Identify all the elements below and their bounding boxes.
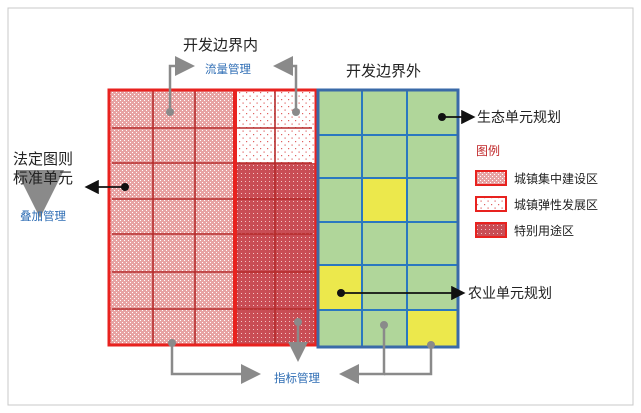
inside-boundary-grid bbox=[107, 88, 318, 347]
index-management-label: 指标管理 bbox=[274, 371, 320, 385]
yellow-cell bbox=[407, 310, 457, 347]
outside-boundary-grid bbox=[316, 88, 460, 349]
legend-label: 特别用途区 bbox=[514, 223, 574, 238]
yellow-cell bbox=[318, 265, 362, 310]
pointer-arrows bbox=[84, 109, 476, 301]
flow-arrows bbox=[16, 56, 433, 384]
concentrated-area bbox=[110, 91, 235, 344]
agriculture-unit-label: 农业单元规划 bbox=[468, 286, 552, 302]
overlay-management-label: 叠加管理 bbox=[20, 209, 66, 223]
legend-swatch-flexible bbox=[475, 196, 507, 212]
flow-management-label: 流量管理 bbox=[205, 62, 251, 76]
legend-title: 图例 bbox=[476, 144, 500, 158]
ecology-unit-label: 生态单元规划 bbox=[477, 110, 561, 126]
legend-label: 城镇弹性发展区 bbox=[514, 197, 598, 212]
legend-swatch-concentrated bbox=[475, 170, 507, 186]
left-label-line1: 法定图则 bbox=[13, 150, 73, 168]
left-label-line2: 标准单元 bbox=[13, 169, 73, 187]
yellow-cell bbox=[362, 178, 407, 222]
title-outside: 开发边界外 bbox=[346, 62, 421, 80]
legend: 图例 城镇集中建设区 城镇弹性发展区 特别用途区 bbox=[475, 144, 598, 238]
legend-label: 城镇集中建设区 bbox=[514, 171, 598, 186]
legend-swatch-special bbox=[475, 222, 507, 238]
title-inside: 开发边界内 bbox=[183, 36, 258, 54]
